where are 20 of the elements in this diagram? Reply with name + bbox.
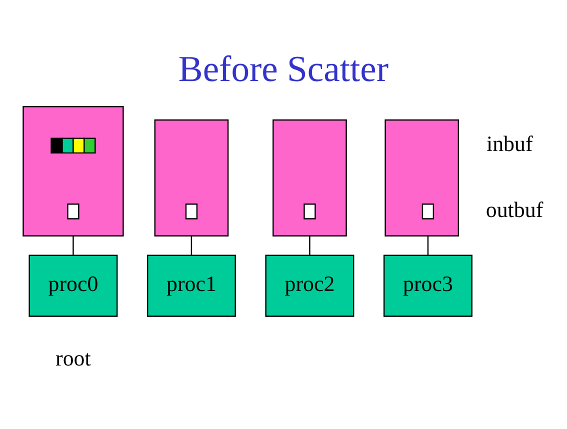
label: inbuf	[486, 130, 533, 156]
label: outbuf	[486, 196, 544, 222]
node-label: root	[56, 346, 91, 371]
cluster	[154, 119, 229, 236]
node-box: proc0	[28, 254, 118, 317]
node-box: proc3	[383, 254, 472, 317]
connector	[427, 236, 429, 256]
node-box	[67, 204, 80, 220]
connector	[190, 236, 192, 256]
cluster	[22, 106, 124, 236]
cluster	[384, 119, 460, 236]
node-box: proc2	[265, 254, 354, 317]
diagram-title: Before Scatter	[178, 48, 389, 90]
cluster	[272, 119, 347, 236]
connector	[72, 236, 74, 256]
node-box	[304, 204, 316, 220]
node-box	[422, 204, 434, 220]
connector	[309, 236, 310, 256]
node-box	[185, 204, 198, 220]
node-box: proc1	[146, 254, 236, 317]
